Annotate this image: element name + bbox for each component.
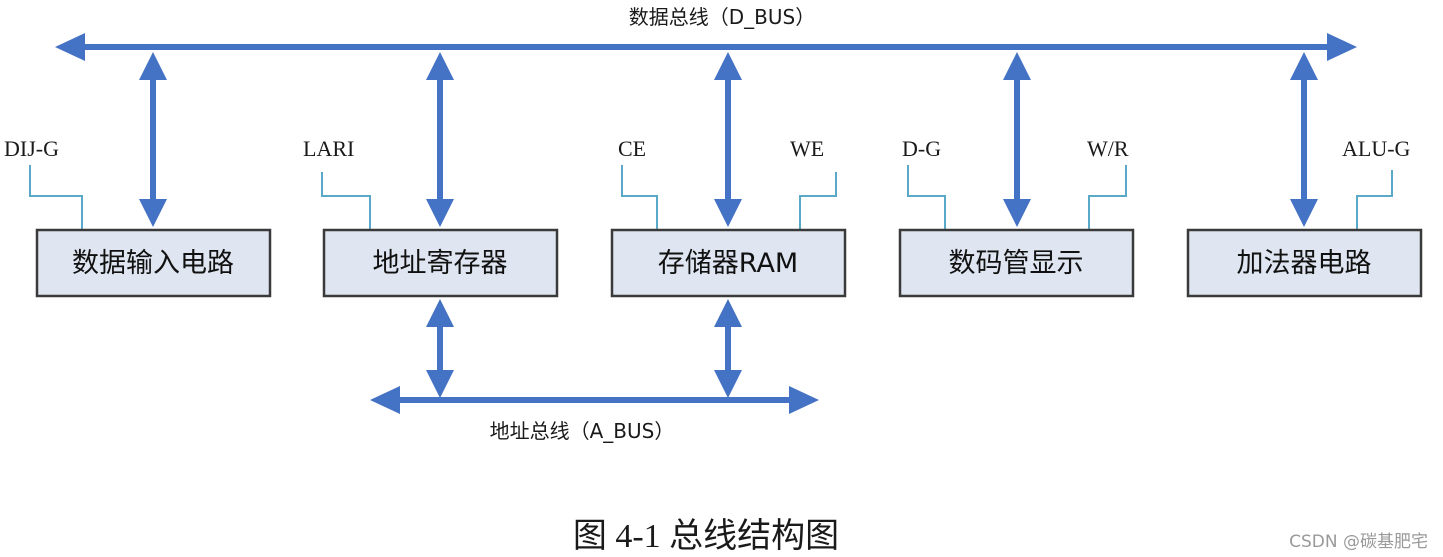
data-bus-link-display: [1003, 52, 1031, 227]
address-bus-label: 地址总线（A_BUS）: [490, 419, 675, 443]
figure-caption: 图 4-1 总线结构图: [573, 517, 839, 555]
watermark: CSDN @碳基肥宅: [1289, 532, 1428, 552]
component-data-input-circuit: 数据输入电路: [35, 228, 272, 298]
component-data-input-circuit-label: 数据输入电路: [72, 248, 234, 279]
signal-w-r-label: W/R: [1087, 136, 1129, 161]
signal-dij-g-label: DIJ-G: [4, 136, 59, 161]
signal-alu-g-label: ALU-G: [1342, 136, 1411, 161]
address-bus-link-ram: [714, 299, 742, 398]
signal-w-r-line: [1088, 165, 1127, 230]
data-bus-link-address-register: [426, 52, 454, 227]
address-bus-link-address-register: [426, 299, 454, 398]
signal-alu-g-line: [1356, 170, 1393, 230]
component-address-register: 地址寄存器: [322, 228, 559, 298]
signal-lari-label: LARI: [303, 136, 354, 161]
signal-dij-g-line: [29, 165, 83, 230]
data-bus-link-adder: [1290, 52, 1318, 227]
component-ram: 存储器RAM: [610, 228, 847, 298]
data-bus-label: 数据总线（D_BUS）: [629, 5, 815, 29]
signal-lari-line: [321, 172, 371, 230]
signal-d-g-label: D-G: [902, 136, 941, 161]
data-bus-link-ram: [714, 52, 742, 227]
component-ram-label: 存储器RAM: [658, 248, 798, 279]
address-bus: [370, 386, 819, 414]
component-adder-circuit: 加法器电路: [1186, 228, 1423, 298]
signal-ce-label: CE: [618, 136, 646, 161]
component-adder-circuit-label: 加法器电路: [1237, 248, 1372, 279]
component-address-register-label: 地址寄存器: [373, 248, 508, 279]
signal-we-label: WE: [790, 136, 824, 161]
signal-ce-line: [621, 165, 658, 230]
component-digital-display: 数码管显示: [898, 228, 1135, 298]
signal-d-g-line: [907, 165, 946, 230]
signal-we-line: [799, 172, 837, 230]
data-bus: [55, 33, 1357, 61]
data-bus-link-input: [139, 52, 167, 227]
component-digital-display-label: 数码管显示: [949, 248, 1084, 279]
